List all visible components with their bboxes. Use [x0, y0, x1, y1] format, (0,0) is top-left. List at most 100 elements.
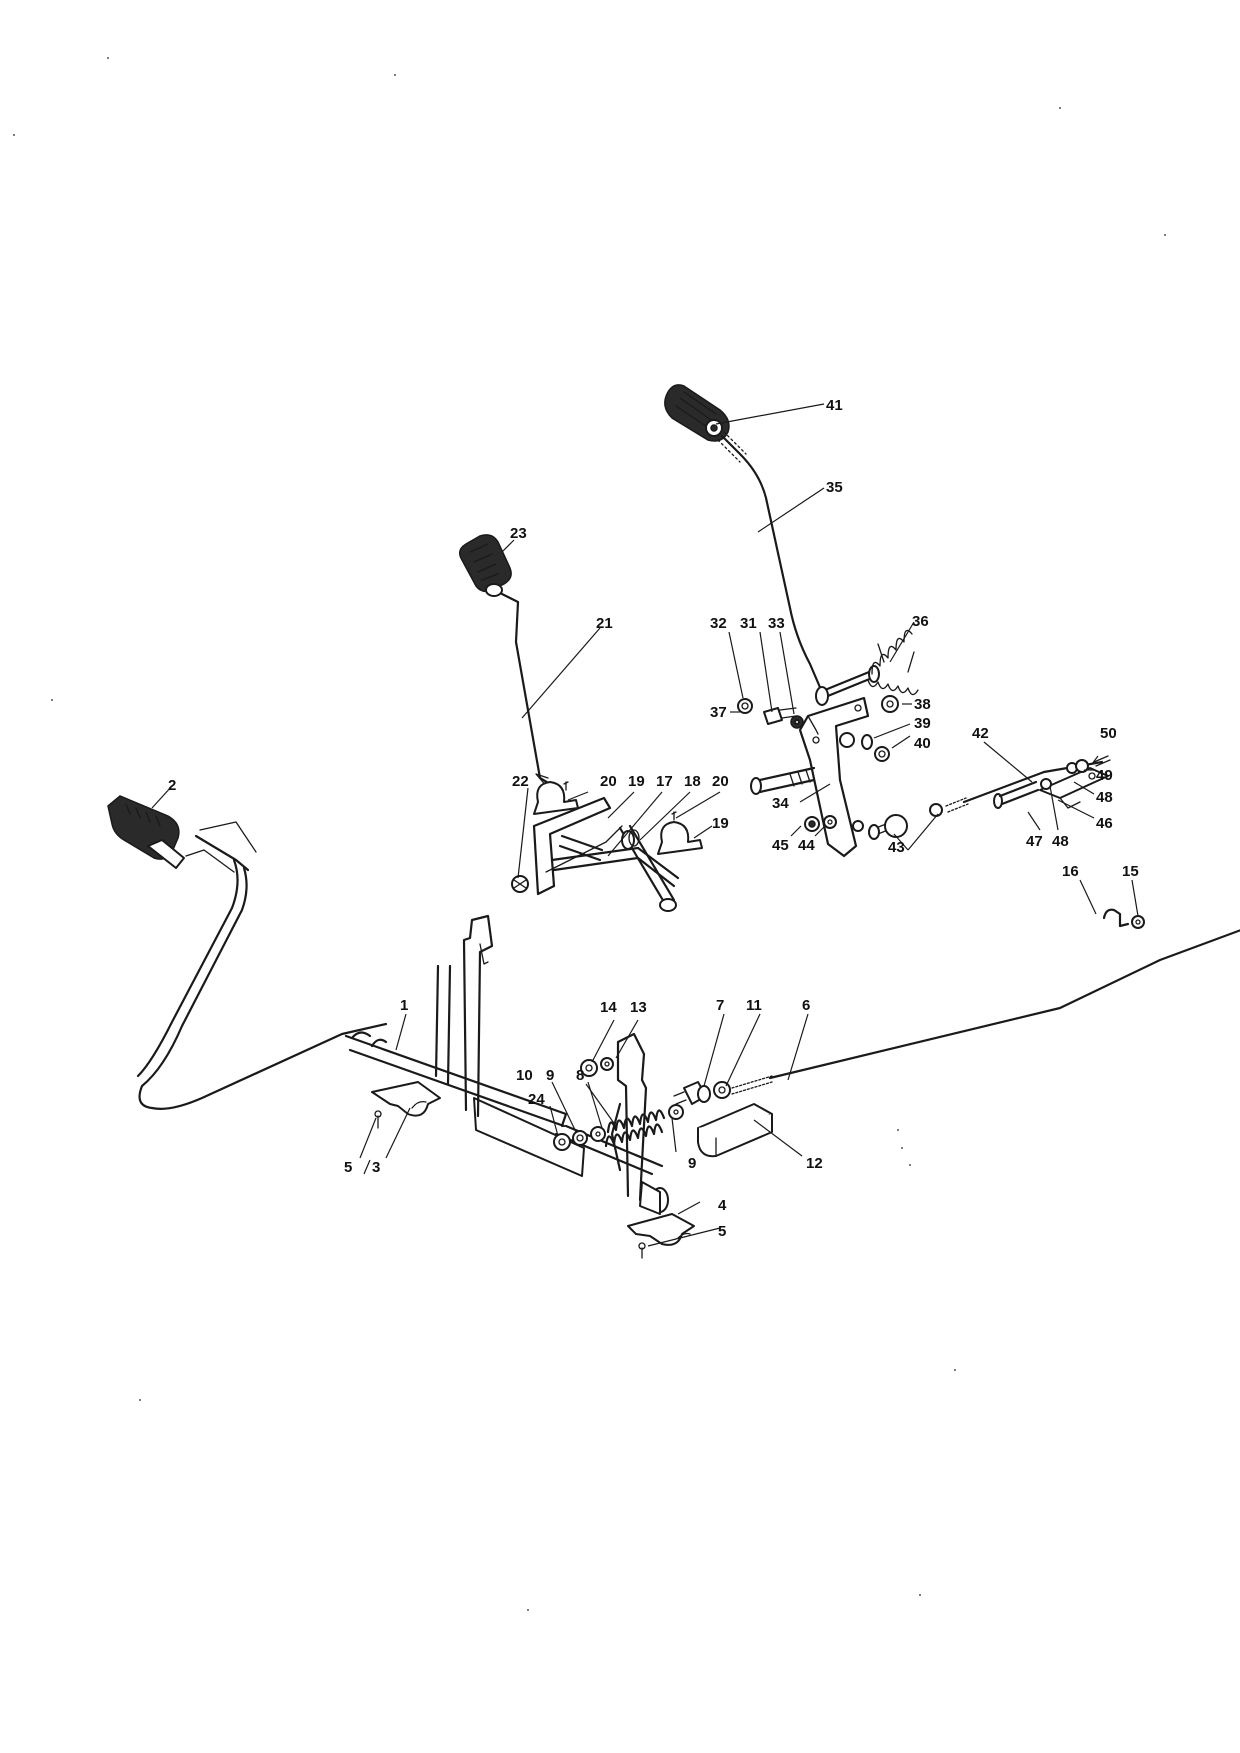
part-1-right-upright	[610, 1032, 648, 1202]
callout-42: 42	[972, 725, 989, 742]
part-24-nut	[553, 1133, 571, 1151]
callout-16: 16	[1062, 863, 1079, 880]
part-10-nut	[572, 1130, 588, 1146]
part-13-washer	[600, 1057, 614, 1071]
part-14-nut	[580, 1059, 598, 1077]
callout-35: 35	[826, 479, 843, 496]
callout-20a: 20	[600, 773, 617, 790]
callout-2: 2	[168, 777, 176, 794]
part-37-bolt	[750, 766, 816, 795]
callout-19a: 19	[628, 773, 645, 790]
callout-12: 12	[806, 1155, 823, 1172]
part-17-shaft-bracket	[532, 796, 680, 912]
part-33-washer	[790, 715, 804, 729]
callout-45: 45	[772, 837, 789, 854]
callout-4: 4	[718, 1197, 727, 1214]
part-6-rod	[731, 929, 1240, 1095]
part-46-bracket	[1039, 767, 1109, 809]
part-39-washer	[861, 734, 873, 750]
callout-24: 24	[528, 1091, 545, 1108]
part-18-spacer	[621, 829, 640, 850]
part-49-nut	[1075, 759, 1089, 773]
callout-43: 43	[888, 839, 905, 856]
scan-specks	[13, 57, 1166, 1611]
part-43-ball-joint	[868, 803, 943, 840]
callout-13: 13	[630, 999, 647, 1016]
callout-9a: 9	[546, 1067, 554, 1084]
part-41-lever-knob	[664, 384, 730, 442]
callout-18: 18	[684, 773, 701, 790]
callout-23: 23	[510, 525, 527, 542]
callout-labels: 41 35 23 21 32 31 33 36 37 38 39 40 42 5…	[168, 397, 1139, 1240]
part-1-left-upright	[462, 914, 494, 1118]
callout-19b: 19	[712, 815, 729, 832]
callout-31: 31	[740, 615, 757, 632]
part-22-washer	[511, 875, 529, 893]
callout-7: 7	[716, 997, 724, 1014]
callout-1: 1	[400, 997, 408, 1014]
callout-9b: 9	[688, 1155, 696, 1172]
part-3-clip	[371, 1081, 441, 1117]
part-20-screw	[563, 781, 677, 821]
part-50-pin	[1093, 755, 1111, 767]
part-31-pin	[763, 707, 797, 725]
part-9-washer-left	[590, 1126, 606, 1142]
part-38-nut	[881, 695, 899, 713]
callout-6: 6	[802, 997, 810, 1014]
callout-3: 3	[372, 1159, 380, 1176]
part-40-nut	[874, 746, 890, 762]
part-34-bracket	[798, 696, 870, 858]
callout-20b: 20	[712, 773, 729, 790]
callout-11: 11	[746, 997, 762, 1014]
callout-14: 14	[600, 999, 617, 1016]
callout-49: 49	[1096, 767, 1113, 784]
callout-40: 40	[914, 735, 931, 752]
part-11-washer	[713, 1081, 731, 1099]
callout-34: 34	[772, 795, 789, 812]
callout-46: 46	[1096, 815, 1113, 832]
part-47-bolt	[993, 780, 1040, 809]
part-48-washer	[1040, 762, 1078, 790]
part-15-washer	[1131, 915, 1145, 929]
part-23-lever-knob	[459, 534, 512, 597]
part-2-pedal	[107, 795, 257, 873]
callout-8: 8	[576, 1067, 584, 1084]
callout-41: 41	[826, 397, 843, 414]
part-12-block	[697, 1103, 773, 1158]
callout-22: 22	[512, 773, 529, 790]
callout-47: 47	[1026, 833, 1043, 850]
part-5-screw-right	[638, 1242, 646, 1259]
part-16-clip	[1102, 908, 1130, 928]
callout-5b: 5	[718, 1223, 726, 1240]
callout-36: 36	[912, 613, 929, 630]
callout-17: 17	[656, 773, 673, 790]
callout-21: 21	[596, 615, 613, 632]
part-21-brake-lever	[500, 592, 565, 795]
callout-37: 37	[710, 704, 727, 721]
part-32-nut	[737, 698, 753, 714]
part-19-clamp	[533, 781, 703, 855]
callout-32: 32	[710, 615, 727, 632]
part-36-spring	[867, 629, 919, 696]
callout-50: 50	[1100, 725, 1117, 742]
callout-48a: 48	[1096, 789, 1113, 806]
leader-lines	[151, 403, 1139, 1247]
part-35-shift-lever	[717, 431, 880, 706]
callout-48b: 48	[1052, 833, 1069, 850]
part-45-nut	[804, 816, 820, 832]
callout-10: 10	[516, 1067, 533, 1084]
part-44-washer	[823, 815, 837, 829]
callout-33: 33	[768, 615, 785, 632]
part-5-screw-left	[374, 1110, 382, 1129]
part-4-clip	[627, 1213, 695, 1246]
callout-15: 15	[1122, 863, 1139, 880]
part-1-pedal-shaft	[136, 858, 669, 1215]
callout-39: 39	[914, 715, 931, 732]
callout-38: 38	[914, 696, 931, 713]
part-9-washer-right	[668, 1104, 684, 1120]
callout-5a: 5	[344, 1159, 352, 1176]
part-7-adjuster	[673, 1081, 711, 1105]
part-8-spring	[604, 1109, 666, 1148]
callout-44: 44	[798, 837, 815, 854]
